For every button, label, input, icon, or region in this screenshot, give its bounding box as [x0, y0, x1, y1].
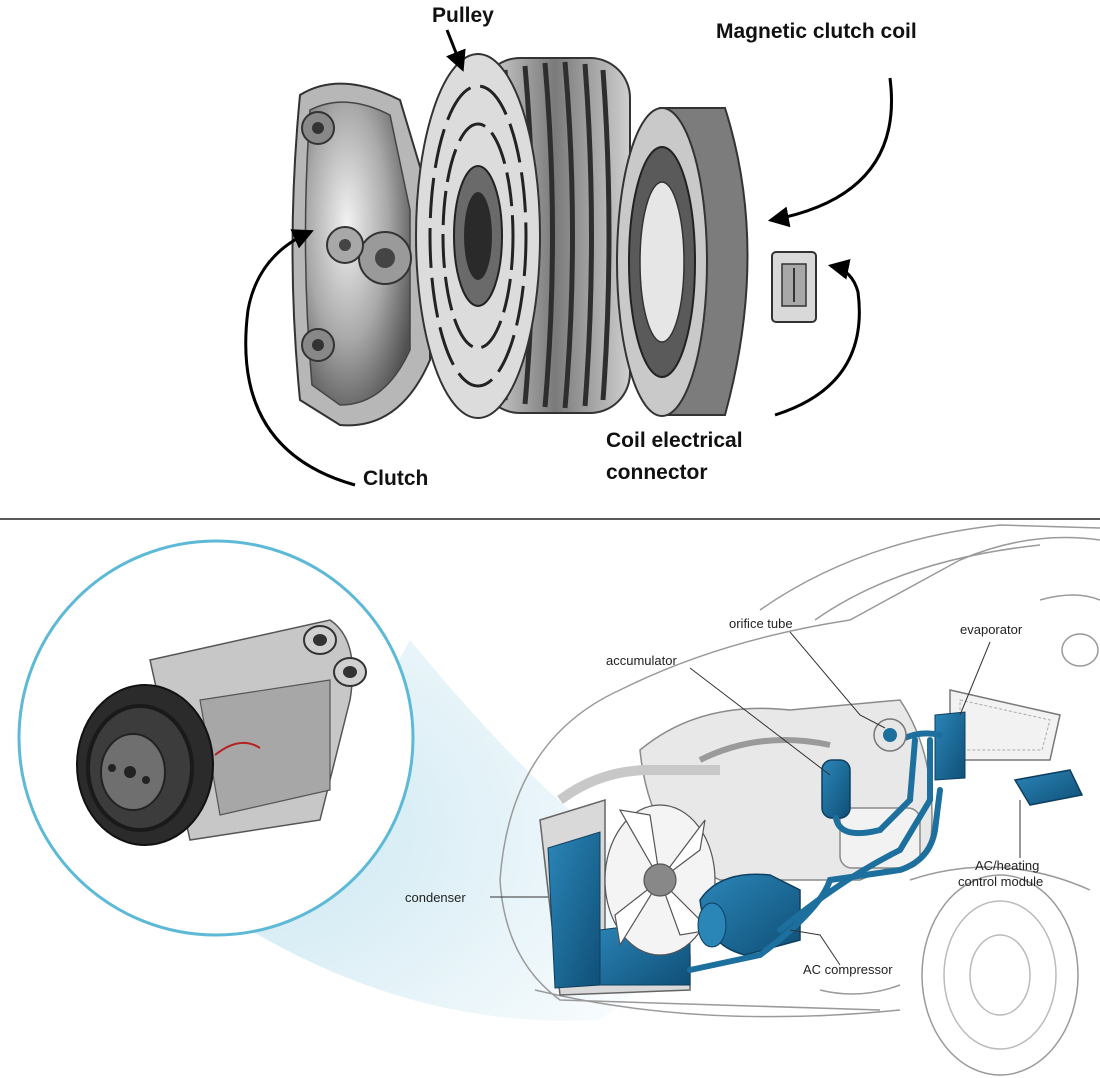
- label-coil-connector-line2: connector: [606, 461, 708, 484]
- label-coil-connector-line1: Coil electrical: [606, 429, 743, 452]
- coil-electrical-connector: [771, 251, 817, 323]
- label-magnetic-clutch-coil: Magnetic clutch coil: [716, 20, 917, 43]
- label-orifice-tube: orifice tube: [729, 616, 793, 631]
- compressor-inset-illustration: [76, 619, 367, 846]
- label-ac-heating-line1: AC/heating: [975, 858, 1040, 873]
- ac-compressor: [697, 873, 801, 956]
- label-leader-lines: [490, 631, 1021, 966]
- orifice-tube: [873, 718, 907, 752]
- label-clutch: Clutch: [363, 467, 429, 490]
- clutch-exploded-view: [244, 29, 893, 487]
- clutch-plate: [291, 82, 431, 427]
- label-ac-heating-line2: control module: [958, 874, 1044, 889]
- refrigerant-lines: [687, 730, 943, 973]
- car-outline: [499, 524, 1100, 1076]
- label-condenser: condenser: [405, 890, 466, 905]
- label-evaporator: evaporator: [960, 622, 1023, 637]
- compressor-inset: [17, 539, 415, 937]
- label-accumulator: accumulator: [606, 653, 677, 668]
- magnetic-clutch-coil: [616, 107, 749, 417]
- callout-arrows: [244, 29, 893, 487]
- label-pulley: Pulley: [432, 4, 494, 27]
- accumulator: [821, 759, 851, 819]
- pulley: [415, 53, 631, 419]
- ac-heating-control-module: [1013, 769, 1084, 806]
- cooling-fan: [604, 804, 716, 956]
- evaporator: [934, 689, 1061, 781]
- label-ac-compressor: AC compressor: [803, 962, 893, 977]
